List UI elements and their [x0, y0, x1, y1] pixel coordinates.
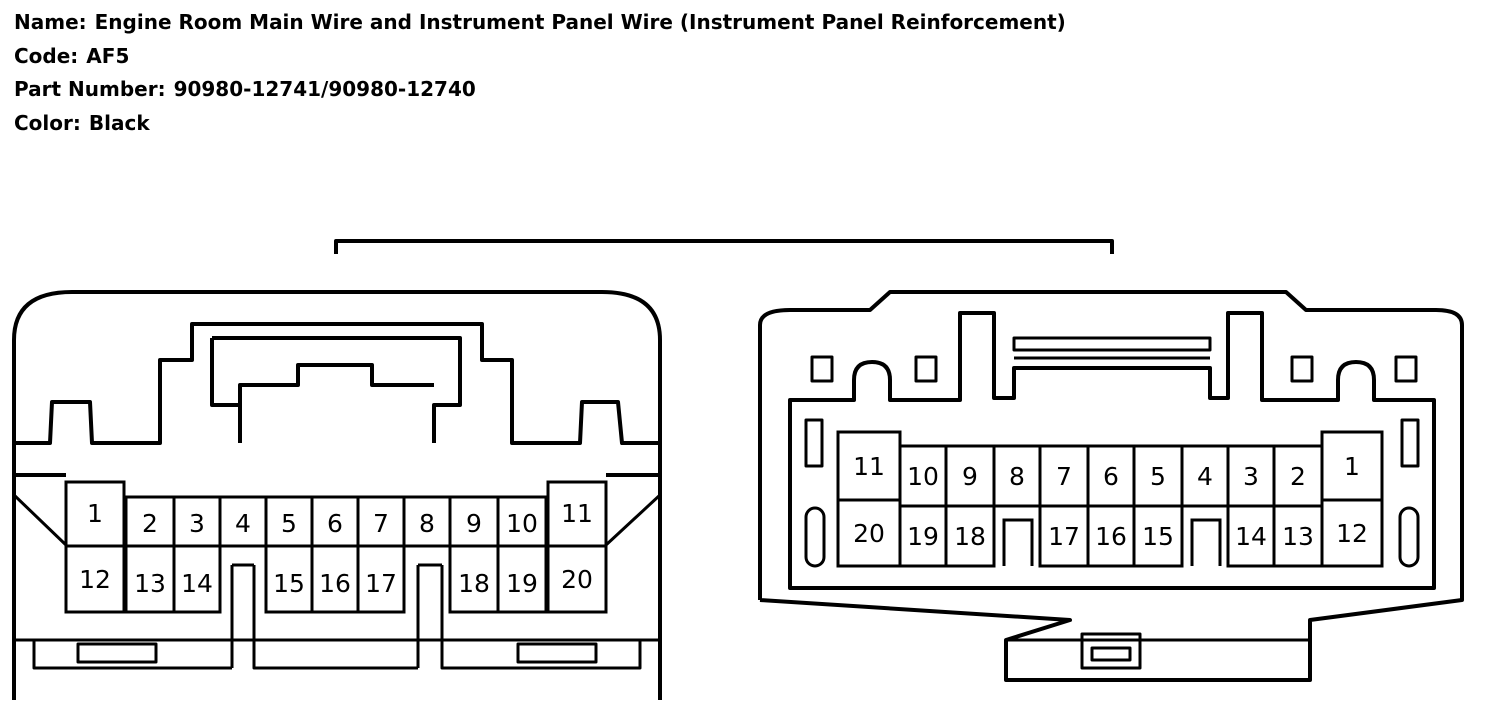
part-number-label: Part Number: [14, 77, 166, 101]
right-pin-9: 9 [962, 462, 978, 491]
left-pin-4: 4 [235, 509, 251, 538]
right-pin-2: 2 [1290, 462, 1306, 491]
right-pin-10: 10 [907, 462, 939, 491]
left-pin-20: 20 [561, 565, 593, 594]
color-value: Black [88, 110, 150, 135]
right-pin-4: 4 [1197, 462, 1213, 491]
left-connector-pins [64, 480, 608, 614]
left-pin-18: 18 [458, 569, 490, 598]
left-pin-8: 8 [419, 509, 435, 538]
right-connector-pins [836, 430, 1384, 568]
part-number-row: Part Number: 90980-12741/90980-12740 [14, 73, 1066, 107]
right-pin-7: 7 [1056, 462, 1072, 491]
right-pin-1: 1 [1344, 452, 1360, 481]
right-connector-housing [758, 290, 1464, 682]
right-pin-19: 19 [907, 522, 939, 551]
code-row: Code: AF5 [14, 40, 1066, 74]
left-pin-numbers: 1 2 3 4 5 6 7 8 9 10 11 12 13 14 15 16 1… [79, 499, 593, 598]
left-connector-housing [12, 290, 662, 700]
right-pin-17: 17 [1048, 522, 1080, 551]
left-pin-7: 7 [373, 509, 389, 538]
color-label: Color: [14, 110, 81, 135]
right-pin-numbers: 11 10 9 8 7 6 5 4 3 2 1 20 19 18 17 16 1… [853, 452, 1368, 551]
color-row: Color: Black [14, 107, 1066, 141]
right-pin-3: 3 [1243, 462, 1259, 491]
left-pin-17: 17 [365, 569, 397, 598]
right-pin-12: 12 [1336, 519, 1368, 548]
left-pin-12: 12 [79, 565, 111, 594]
right-pin-15: 15 [1142, 522, 1174, 551]
right-pin-5: 5 [1150, 462, 1166, 491]
left-pin-10: 10 [506, 509, 538, 538]
connector-info: Name: Engine Room Main Wire and Instrumen… [14, 6, 1066, 140]
left-pin-6: 6 [327, 509, 343, 538]
part-number-value: 90980-12741/90980-12740 [173, 77, 476, 101]
left-pin-3: 3 [189, 509, 205, 538]
right-pin-18: 18 [954, 522, 986, 551]
right-pin-11: 11 [853, 452, 885, 481]
left-pin-2: 2 [142, 509, 158, 538]
left-pin-16: 16 [319, 569, 351, 598]
right-pin-20: 20 [853, 519, 885, 548]
left-pin-11: 11 [561, 499, 593, 528]
code-value: AF5 [86, 43, 130, 68]
left-pin-15: 15 [273, 569, 305, 598]
right-pin-14: 14 [1235, 522, 1267, 551]
left-pin-13: 13 [134, 569, 166, 598]
left-pin-9: 9 [466, 509, 482, 538]
right-pin-16: 16 [1095, 522, 1127, 551]
view-bracket-line [334, 239, 1114, 254]
left-pin-14: 14 [181, 569, 213, 598]
right-pin-13: 13 [1282, 522, 1314, 551]
right-pin-8: 8 [1009, 462, 1025, 491]
left-pin-5: 5 [281, 509, 297, 538]
name-row: Name: Engine Room Main Wire and Instrumen… [14, 6, 1066, 40]
name-label: Name: [14, 10, 87, 34]
left-pin-1: 1 [87, 499, 103, 528]
name-value: Engine Room Main Wire and Instrument Pan… [94, 10, 1066, 34]
code-label: Code: [14, 43, 79, 68]
right-pin-6: 6 [1103, 462, 1119, 491]
left-pin-19: 19 [506, 569, 538, 598]
